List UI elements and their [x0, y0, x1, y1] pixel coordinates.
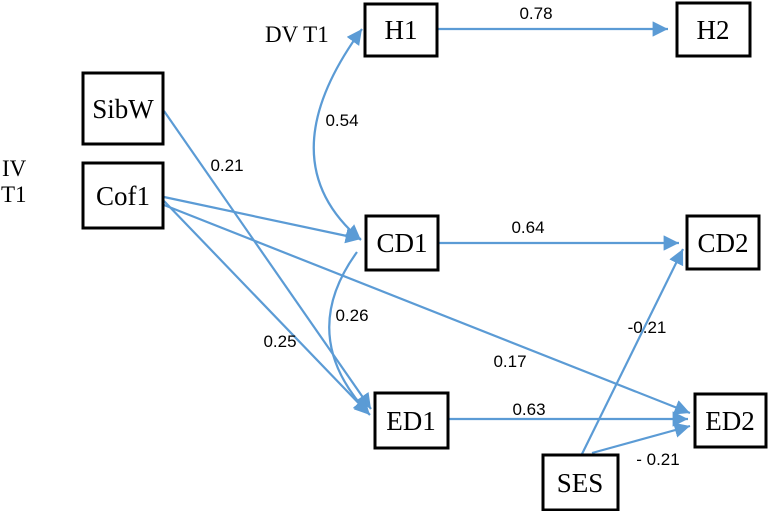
node-cd2-label: CD2 — [697, 228, 748, 258]
node-cof1-label: Cof1 — [96, 181, 150, 211]
node-h1: H1 — [363, 2, 439, 58]
edge-cof1-cd1 — [163, 195, 362, 244]
node-ses: SES — [541, 453, 620, 511]
edge-label-cd1-cd2: 0.64 — [511, 218, 544, 237]
edge-label-ed1-ed2: 0.63 — [512, 400, 545, 419]
edge-ses-ed2 — [591, 422, 691, 455]
iv-annotation-line1: IV — [2, 156, 27, 181]
node-ed1-label: ED1 — [386, 406, 436, 436]
node-ed2: ED2 — [693, 392, 768, 449]
node-ed2-box — [693, 392, 768, 449]
node-cd1-label: CD1 — [376, 228, 427, 258]
edge-label-cd1-ed1: 0.26 — [335, 306, 368, 325]
node-sibw-label: SibW — [92, 94, 154, 124]
node-sibw: SibW — [81, 71, 165, 146]
edge-label-ses-cd2: -0.21 — [628, 318, 667, 337]
node-cd1: CD1 — [364, 214, 440, 272]
node-ed1: ED1 — [373, 391, 450, 450]
node-cof1: Cof1 — [81, 161, 165, 230]
node-cd2-box — [685, 214, 761, 271]
node-cd1-box — [364, 214, 440, 272]
edge-label-cd1-h1: 0.54 — [325, 111, 358, 130]
edge-label-cof1-ed2: 0.17 — [493, 352, 526, 371]
node-h2-label: H2 — [697, 15, 730, 45]
iv-annotation-line2: T1 — [1, 182, 27, 207]
edge-cof1-ed1 — [163, 200, 371, 416]
edge-cd1-h1-curve — [312, 28, 363, 241]
edge-sibw-ed1 — [163, 110, 372, 410]
node-ed1-box — [373, 391, 450, 450]
edge-ses-cd2 — [581, 248, 684, 455]
node-ed2-label: ED2 — [705, 406, 755, 436]
node-ses-label: SES — [557, 468, 604, 498]
edge-label-sibw-ed1: 0.21 — [210, 156, 243, 175]
node-h2: H2 — [675, 1, 752, 58]
node-h1-label: H1 — [385, 15, 418, 45]
edge-cof1-ed2 — [163, 203, 691, 415]
edge-label-h1-h2: 0.78 — [519, 4, 552, 23]
node-h2-box — [675, 1, 752, 58]
edge-cd1-ed1-curve — [328, 251, 370, 415]
node-h1-box — [363, 2, 439, 58]
edge-label-ses-ed2: - 0.21 — [636, 450, 679, 469]
node-ses-box — [541, 453, 620, 511]
node-cd2: CD2 — [685, 214, 761, 271]
node-cof1-box — [81, 161, 165, 230]
dv-t1-annotation: DV T1 — [265, 22, 329, 47]
node-sibw-box — [81, 71, 165, 146]
edge-label-cof1-ed1: 0.25 — [263, 332, 296, 351]
